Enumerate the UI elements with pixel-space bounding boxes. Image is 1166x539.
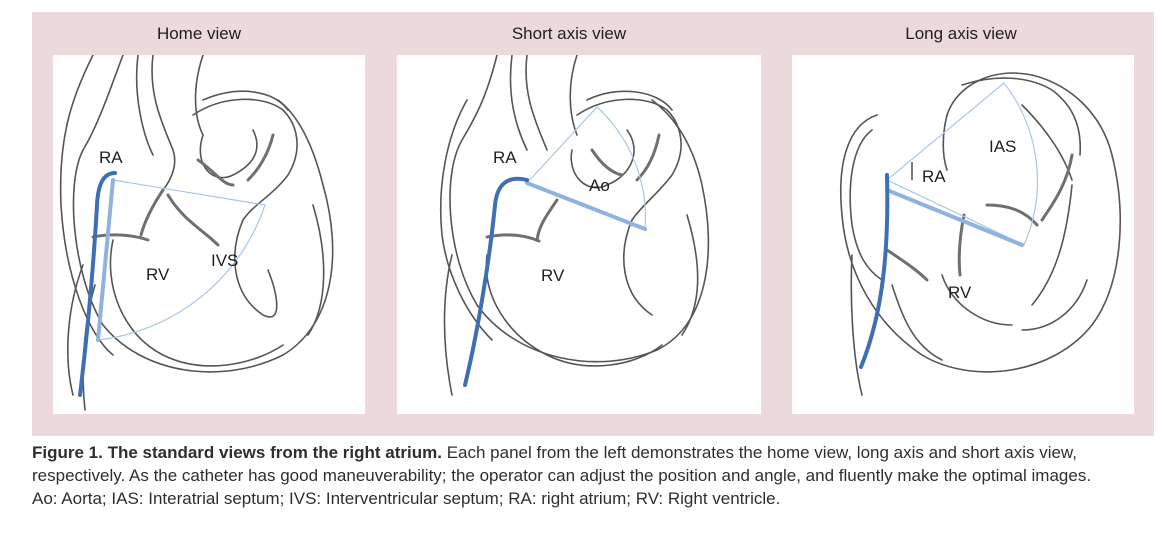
label-ra: RA: [493, 148, 517, 167]
label-rv: RV: [146, 265, 170, 284]
ultrasound-beam: [525, 181, 647, 231]
caption-abbreviations: Ao: Aorta; IAS: Interatrial septum; IVS:…: [32, 489, 781, 508]
heart-diagram-long-axis: RA IAS RV: [839, 72, 1121, 396]
panel-long-axis-view: RA IAS RV: [792, 55, 1134, 414]
caption-body: Each panel from the left demonstrates th…: [32, 443, 1092, 485]
ultrasound-beam: [96, 178, 115, 342]
figure-caption: Figure 1. The standard views from the ri…: [32, 441, 1160, 510]
imaging-sector: [97, 179, 266, 341]
label-ias: IAS: [989, 137, 1016, 156]
valve-leaflets: [885, 153, 1074, 282]
label-ra: RA: [922, 167, 946, 186]
panel-short-axis-view: RA Ao RV: [397, 55, 761, 414]
catheter: [78, 171, 117, 397]
ultrasound-beam: [885, 188, 1024, 247]
heart-outline: [59, 55, 334, 411]
panel-title-long-axis: Long axis view: [905, 24, 1017, 43]
label-rv: RV: [948, 283, 972, 302]
label-rv: RV: [541, 266, 565, 285]
panel-home-view: RA RV IVS: [53, 55, 365, 414]
imaging-sector: [525, 106, 647, 230]
heart-diagram-short-axis: RA Ao RV: [439, 55, 710, 396]
imaging-sector: [885, 82, 1038, 246]
panel-title-short-axis: Short axis view: [511, 24, 627, 43]
caption-heading: Figure 1. The standard views from the ri…: [32, 443, 442, 462]
label-ra: RA: [99, 148, 123, 167]
catheter: [859, 173, 890, 369]
heart-outline: [839, 72, 1121, 396]
heart-outline: [439, 55, 710, 396]
label-ivs: IVS: [211, 251, 238, 270]
label-ao: Ao: [589, 176, 610, 195]
panel-title-home: Home view: [156, 24, 242, 43]
valve-leaflets: [91, 133, 275, 247]
heart-diagram-home: RA RV IVS: [59, 55, 334, 411]
catheter: [463, 176, 529, 387]
